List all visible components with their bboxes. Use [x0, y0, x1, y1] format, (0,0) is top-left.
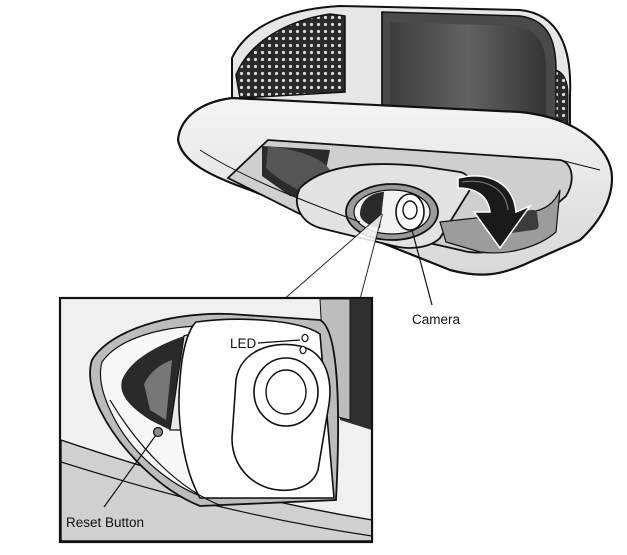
led-indicator-2: [299, 345, 307, 355]
led-label: LED: [230, 336, 257, 351]
speaker-grille-left: [235, 13, 346, 99]
camera-leader-line: [411, 229, 433, 306]
led-indicator: [301, 333, 309, 343]
device-body: [176, 4, 614, 276]
reset-button-label: Reset Button: [66, 515, 144, 530]
reset-leader-line: [103, 434, 157, 508]
reset-button-dot: [152, 426, 164, 438]
camera-label: Camera: [412, 312, 461, 327]
magnifier-cone: [285, 213, 383, 299]
detail-inset: [58, 296, 374, 544]
led-leader-line: [257, 339, 301, 344]
rotation-arrow: [457, 175, 533, 250]
callouts: Camera LED Reset Button: [66, 229, 461, 530]
